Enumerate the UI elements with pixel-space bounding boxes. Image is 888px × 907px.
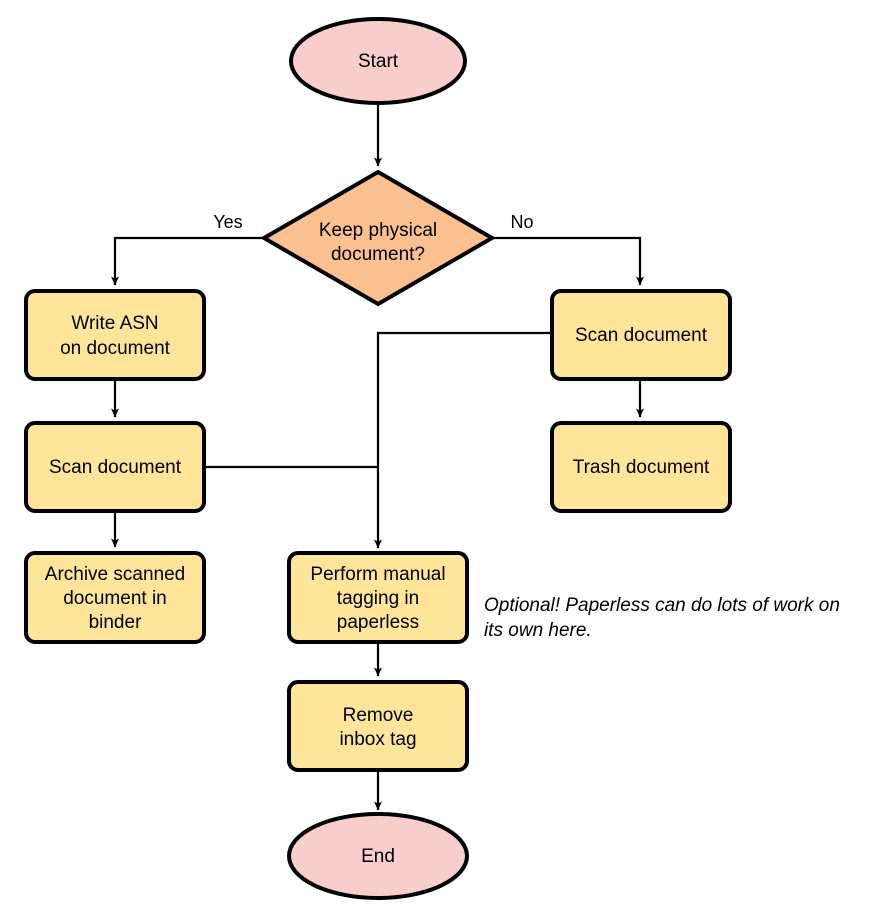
end-ellipse-shape: [287, 812, 469, 900]
decision-label-line1: Keep physical: [319, 220, 437, 241]
connector-decision-yes-to-write-asn: [111, 236, 264, 286]
node-decision-keep-physical-document[interactable]: Keep physical document?: [260, 169, 496, 307]
node-archive-scanned-document[interactable]: Archive scanned document in binder: [24, 551, 206, 644]
node-scan-document-left[interactable]: Scan document: [24, 421, 206, 513]
node-write-asn-on-document[interactable]: Write ASN on document: [24, 289, 206, 381]
archive-label-line2: document in: [63, 588, 167, 609]
connector-scan-right-to-tagging: [374, 331, 552, 549]
node-perform-manual-tagging[interactable]: Perform manual tagging in paperless: [287, 551, 469, 644]
scan-document-left-box-shape: [24, 421, 206, 513]
trash-document-label: Trash document: [573, 457, 710, 478]
node-remove-inbox-tag[interactable]: Remove inbox tag: [287, 680, 469, 772]
start-ellipse-shape: [289, 17, 467, 105]
decision-label-line2: document?: [331, 244, 425, 265]
node-trash-document[interactable]: Trash document: [550, 421, 732, 513]
write-asn-label-line2: on document: [60, 338, 171, 359]
remove-inbox-tag-box-shape: [287, 680, 469, 772]
write-asn-label-line1: Write ASN: [71, 313, 158, 334]
node-start[interactable]: Start: [289, 17, 467, 105]
note-line-2: its own here.: [484, 620, 592, 641]
scan-document-right-label: Scan document: [575, 325, 708, 346]
archive-label-line3: binder: [89, 612, 142, 633]
tagging-label-line3: paperless: [337, 612, 419, 633]
node-scan-document-right[interactable]: Scan document: [550, 289, 732, 381]
write-asn-box-shape: [24, 289, 206, 381]
note-line-1: Optional! Paperless can do lots of work …: [484, 595, 840, 616]
start-label: Start: [358, 51, 399, 72]
edge-label-yes: Yes: [213, 212, 242, 232]
scan-document-left-label: Scan document: [49, 457, 182, 478]
trash-document-box-shape: [550, 421, 732, 513]
node-end[interactable]: End: [287, 812, 469, 900]
remove-inbox-tag-label-line2: inbox tag: [339, 729, 416, 750]
edge-label-no: No: [510, 212, 533, 232]
archive-box-shape: [24, 551, 206, 644]
end-label: End: [361, 846, 395, 867]
decision-diamond-shape: [260, 169, 496, 307]
annotation-note: Optional! Paperless can do lots of work …: [484, 595, 840, 641]
connector-decision-no-to-scan-right: [492, 236, 644, 286]
remove-inbox-tag-label-line1: Remove: [343, 705, 414, 726]
tagging-label-line2: tagging in: [337, 588, 419, 609]
tagging-label-line1: Perform manual: [310, 564, 445, 585]
tagging-box-shape: [287, 551, 469, 644]
connectors-layer: [111, 104, 644, 811]
archive-label-line1: Archive scanned: [45, 564, 185, 585]
scan-document-right-box-shape: [550, 289, 732, 381]
